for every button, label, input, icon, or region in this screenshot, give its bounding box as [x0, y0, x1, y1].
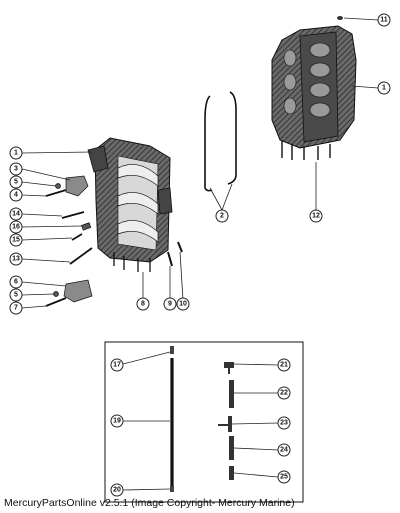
callout-24: 24: [277, 443, 291, 457]
svg-text:23: 23: [280, 420, 288, 427]
leader-lines: [21, 17, 379, 491]
callout-13: 13: [9, 252, 23, 266]
callout-14: 14: [9, 207, 23, 221]
callout-7: 7: [9, 301, 23, 315]
svg-text:5: 5: [14, 292, 18, 299]
hardware-left: [45, 175, 183, 307]
plug-part: [337, 16, 343, 20]
callout-17: 17: [110, 358, 124, 372]
seal-strips: [204, 91, 237, 192]
callout-25: 25: [277, 470, 291, 484]
callout-22: 22: [277, 386, 291, 400]
copyright-caption: MercuryPartsOnline v2.5.1 (Image Copyrig…: [4, 497, 295, 509]
callout-1-block: 1: [377, 81, 391, 95]
svg-text:13: 13: [12, 256, 20, 263]
svg-text:12: 12: [312, 213, 320, 220]
callout-19: 19: [110, 414, 124, 428]
callout-10: 10: [176, 297, 190, 311]
callout-12: 12: [309, 209, 323, 223]
svg-text:2: 2: [220, 213, 224, 220]
svg-text:7: 7: [14, 305, 18, 312]
svg-text:9: 9: [168, 301, 172, 308]
callout-9: 9: [163, 297, 177, 311]
svg-text:1: 1: [382, 85, 386, 92]
svg-text:11: 11: [380, 17, 388, 24]
svg-text:20: 20: [113, 487, 121, 494]
svg-text:4: 4: [14, 192, 18, 199]
svg-text:16: 16: [12, 224, 20, 231]
callout-5-upper: 5: [9, 175, 23, 189]
svg-text:1: 1: [14, 150, 18, 157]
svg-text:5: 5: [14, 179, 18, 186]
callout-3: 3: [9, 162, 23, 176]
callout-8: 8: [136, 297, 150, 311]
callout-21: 21: [277, 358, 291, 372]
callout-23: 23: [277, 416, 291, 430]
svg-text:6: 6: [14, 279, 18, 286]
svg-text:21: 21: [280, 362, 288, 369]
callout-4: 4: [9, 188, 23, 202]
svg-text:24: 24: [280, 447, 288, 454]
svg-text:14: 14: [12, 211, 20, 218]
callout-20: 20: [110, 483, 124, 497]
svg-text:3: 3: [14, 166, 18, 173]
callout-1-cover: 1: [9, 146, 23, 160]
callout-16: 16: [9, 220, 23, 234]
crankcase-cover: [87, 137, 173, 272]
callout-2: 2: [215, 209, 229, 223]
callout-15: 15: [9, 233, 23, 247]
svg-text:17: 17: [113, 362, 121, 369]
svg-text:22: 22: [280, 390, 288, 397]
svg-text:15: 15: [12, 237, 20, 244]
svg-text:25: 25: [280, 474, 288, 481]
svg-text:10: 10: [179, 301, 187, 308]
callout-5-lower: 5: [9, 288, 23, 302]
cylinder-block: [271, 16, 357, 160]
svg-text:19: 19: [113, 418, 121, 425]
callout-6: 6: [9, 275, 23, 289]
detail-box: [104, 341, 304, 503]
svg-text:8: 8: [141, 301, 145, 308]
callout-11: 11: [377, 13, 391, 27]
